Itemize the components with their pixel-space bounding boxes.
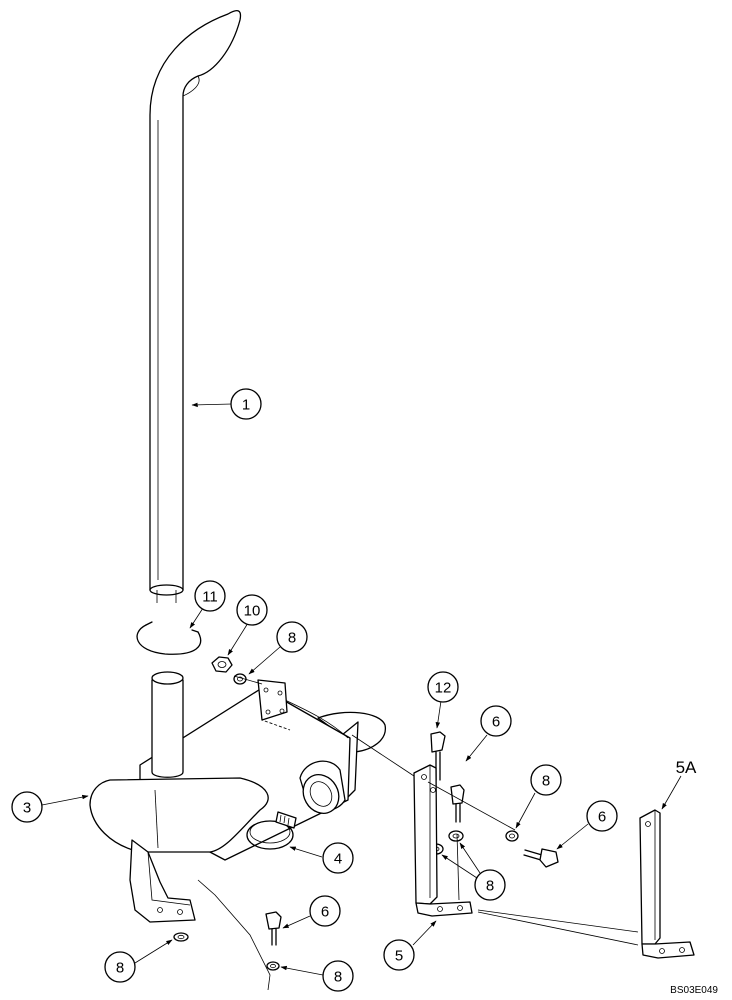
callout-label: 6 [321, 904, 329, 921]
callout-label: 5A [676, 758, 697, 777]
callout-8: 8 [276, 621, 308, 653]
callout-8: 8 [104, 951, 136, 983]
muffler [89, 671, 386, 991]
callout-8: 8 [530, 764, 562, 796]
washer [505, 830, 519, 842]
callout-label: 10 [244, 603, 261, 620]
bolt [523, 848, 559, 868]
callout-label: 4 [334, 851, 342, 868]
washer [173, 932, 189, 942]
figure-id: BS03E049 [670, 985, 718, 996]
callout-label: 6 [598, 809, 606, 826]
callout-label: 6 [492, 714, 500, 731]
callout-label: 5 [395, 948, 403, 965]
callout-label: 8 [334, 969, 342, 986]
callout-label: 1 [242, 397, 250, 414]
leader-arrows [41, 402, 682, 976]
hose-clamp [246, 811, 297, 850]
clamp-ring [136, 621, 202, 655]
callout-label: 12 [435, 680, 452, 697]
callout-label: 8 [116, 960, 124, 977]
mounting-bracket [413, 764, 473, 917]
mounting-bracket-5a [639, 809, 695, 959]
callout-1: 1 [230, 388, 262, 420]
callout-4: 4 [322, 842, 354, 874]
callout-8: 8 [474, 869, 506, 901]
callout-label: 3 [23, 800, 31, 817]
callout-11: 11 [194, 580, 226, 612]
callout-6: 6 [309, 895, 341, 927]
washer [448, 830, 464, 842]
callout-5: 5 [383, 939, 415, 971]
nut [211, 656, 233, 673]
callout-label: 8 [288, 630, 296, 647]
callout-label: 8 [486, 878, 494, 895]
callout-label: 8 [542, 773, 550, 790]
callout-5a: 5A [676, 758, 697, 777]
callout-6: 6 [480, 705, 512, 737]
exhaust-stack-pipe [149, 9, 242, 603]
bolt [265, 911, 282, 946]
callout-6: 6 [586, 800, 618, 832]
assembly-lines [233, 675, 639, 946]
callout-8: 8 [322, 960, 354, 992]
callout-12: 12 [427, 671, 459, 703]
callout-3: 3 [11, 791, 43, 823]
bolt [430, 731, 446, 781]
callout-label: 11 [202, 589, 218, 606]
callout-10: 10 [236, 594, 268, 626]
washer [266, 961, 280, 971]
bolt [450, 784, 465, 823]
